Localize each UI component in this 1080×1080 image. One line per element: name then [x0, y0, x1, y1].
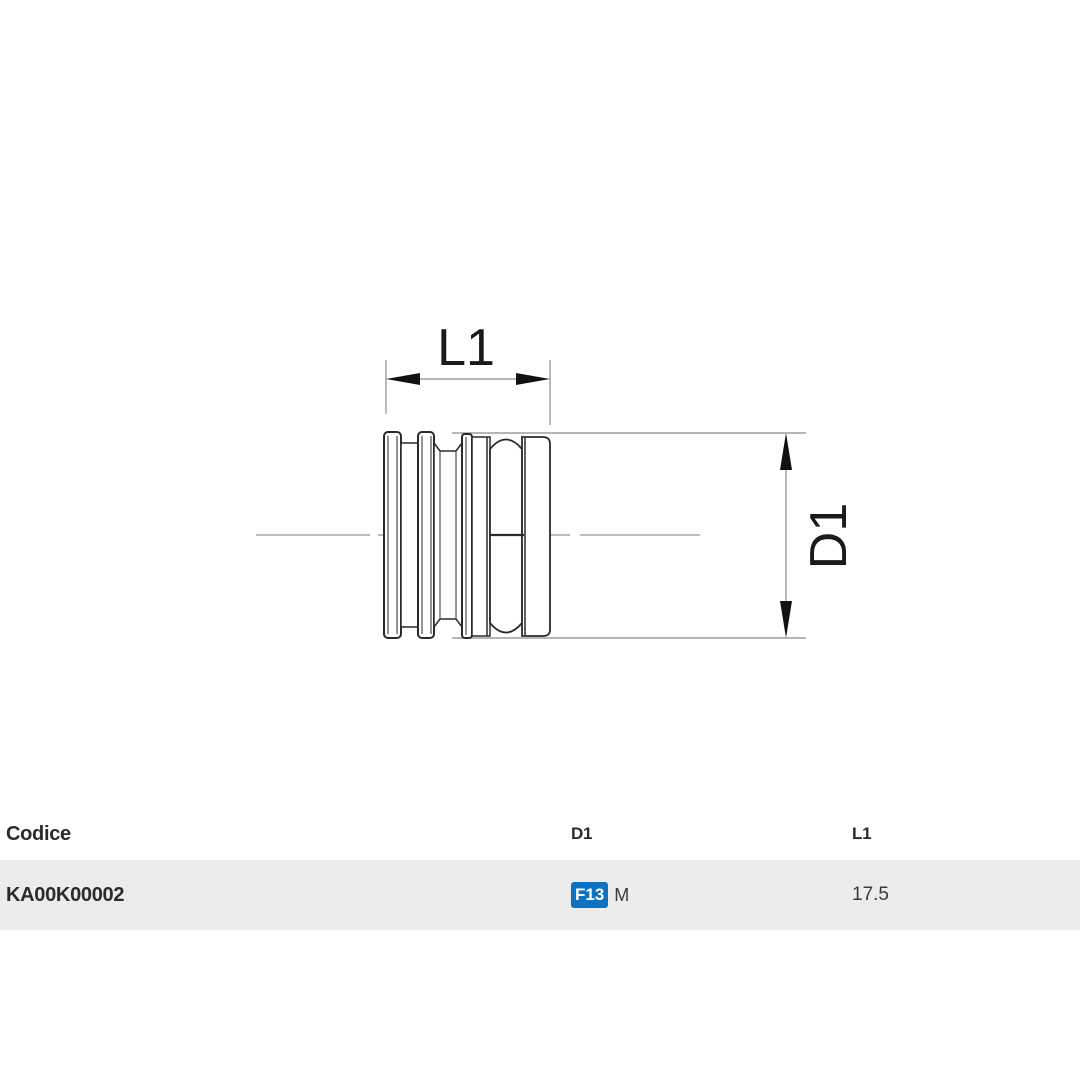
header-code: Codice: [6, 822, 71, 845]
arrow-right-icon: [516, 373, 550, 385]
dimension-d1-label: D1: [800, 503, 858, 569]
dimension-d1: [452, 432, 806, 639]
cell-code: KA00K00002: [6, 883, 125, 906]
arrow-left-icon: [386, 373, 420, 385]
technical-drawing: L1 D1: [256, 319, 858, 639]
table-row[interactable]: KA00K00002 F13 M 17.5: [0, 860, 1080, 930]
spec-table: Codice D1 L1 KA00K00002 F13 M 17.5: [0, 800, 1080, 930]
fitting-drawing-svg: L1 D1: [256, 319, 858, 639]
header-d1: D1: [571, 824, 593, 843]
arrow-up-icon: [780, 433, 792, 470]
header-l1: L1: [852, 824, 872, 843]
thread-gender: M: [614, 884, 630, 905]
dimension-l1: [385, 360, 551, 425]
thread-badge: F13: [571, 882, 609, 908]
fitting-part: [383, 431, 551, 639]
cell-d1: F13 M: [571, 860, 629, 930]
arrow-down-icon: [780, 601, 792, 638]
dimension-l1-label: L1: [437, 319, 495, 377]
table-header: Codice D1 L1: [0, 800, 1080, 860]
cell-l1: 17.5: [852, 884, 889, 905]
